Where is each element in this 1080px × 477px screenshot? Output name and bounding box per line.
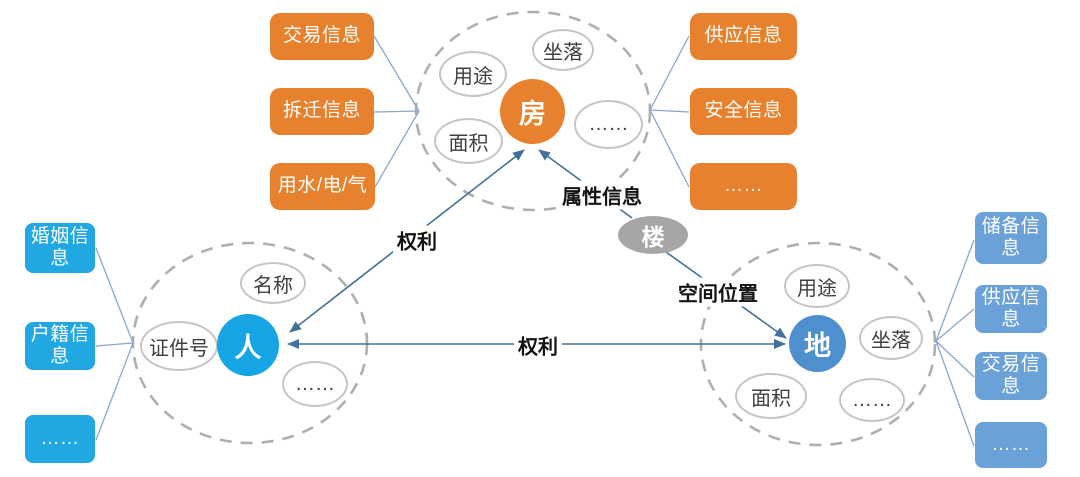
attr-label: …… [852, 388, 892, 411]
attr-label: 面积 [448, 132, 489, 155]
connector-line [649, 109, 690, 188]
connector-line [649, 109, 690, 113]
person-info-box-marriage: 婚姻信息 [25, 223, 95, 273]
connector-line [935, 308, 975, 342]
entity-label: 地 [804, 331, 831, 361]
person-info-box-household: 户籍信息 [25, 322, 95, 370]
house-attr-area: 面积 [434, 118, 503, 164]
connector-line [95, 247, 134, 344]
relation-label-building-land: 空间位置 [674, 277, 762, 307]
attr-label: 用途 [453, 65, 493, 88]
land-attr-more: …… [839, 378, 905, 422]
person-info-box-more: …… [25, 415, 95, 463]
attr-label: 面积 [751, 387, 791, 410]
box-label: 婚姻信息 [30, 225, 90, 269]
land-info-box-transaction: 交易信息 [975, 352, 1047, 400]
house-info-box-supply: 供应信息 [690, 13, 797, 60]
entity-label: 楼 [641, 224, 665, 250]
land-entity-circle: 地 [789, 315, 846, 372]
info-connectors [95, 35, 975, 447]
attr-label: …… [295, 372, 335, 395]
person-attr-id-number: 证件号 [140, 321, 218, 371]
land-info-box-reserve: 储备信息 [975, 212, 1047, 264]
land-info-box-supply: 供应信息 [975, 285, 1047, 333]
land-attr-location: 坐落 [859, 316, 923, 360]
connector-line [95, 342, 134, 441]
entity-label: 人 [234, 332, 262, 363]
house-attr-more: …… [574, 100, 643, 149]
entity-label: 房 [519, 99, 546, 129]
land-info-box-more: …… [975, 422, 1047, 468]
house-info-box-demolition: 拆迁信息 [270, 88, 374, 135]
box-label: …… [40, 427, 80, 449]
box-label: 储备信息 [981, 215, 1041, 259]
connector-line [373, 110, 420, 113]
house-entity-circle: 房 [500, 79, 565, 144]
box-label: 用水/电/气 [277, 175, 368, 197]
box-label: 供应信息 [981, 286, 1041, 330]
connector-line [649, 35, 690, 111]
connector-line [95, 342, 134, 347]
relation-label-person-land: 权利 [514, 330, 562, 360]
person-attr-more: …… [282, 361, 348, 407]
connector-line [935, 340, 975, 447]
house-info-box-utilities: 用水/电/气 [270, 163, 375, 210]
connector-line [935, 340, 975, 378]
person-attr-name: 名称 [240, 262, 306, 304]
house-info-box-more: …… [690, 163, 797, 210]
house-attr-location: 坐落 [532, 29, 594, 71]
land-attr-usage: 用途 [784, 264, 850, 308]
box-label: 拆迁信息 [282, 100, 361, 122]
attr-label: 坐落 [543, 41, 583, 64]
connector-line [935, 239, 975, 342]
box-label: 交易信息 [981, 353, 1041, 397]
relation-label-building-house: 属性信息 [558, 180, 646, 210]
relation-label-person-house: 权利 [393, 225, 441, 255]
box-label: 户籍信息 [30, 323, 90, 367]
attr-label: 用途 [797, 277, 837, 300]
attr-label: 证件号 [149, 337, 209, 360]
box-label: 安全信息 [704, 100, 783, 122]
attr-label: …… [588, 113, 629, 135]
house-info-box-transaction: 交易信息 [270, 13, 374, 60]
building-entity-ellipse: 楼 [618, 216, 688, 254]
person-entity-circle: 人 [217, 314, 279, 376]
connector-line [373, 35, 420, 112]
house-attr-usage: 用途 [439, 51, 507, 97]
house-info-box-safety: 安全信息 [690, 88, 797, 135]
box-label: 供应信息 [704, 25, 783, 47]
box-label: …… [991, 433, 1031, 455]
attr-label: 坐落 [871, 329, 911, 352]
box-label: 交易信息 [282, 25, 361, 47]
attr-label: 名称 [253, 274, 293, 297]
box-label: …… [724, 175, 763, 197]
land-attr-area: 面积 [735, 373, 807, 419]
connector-line [374, 110, 420, 188]
